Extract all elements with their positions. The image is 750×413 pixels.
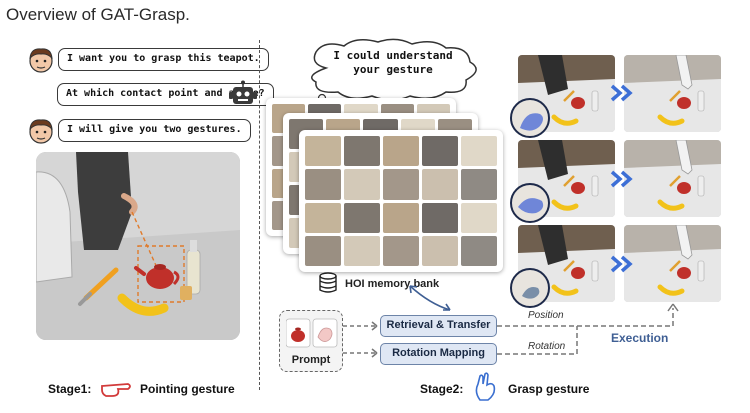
gesture-zoom-1 [510, 98, 550, 138]
gesture-zoom-3 [510, 268, 550, 308]
stage2-gesture-label: Grasp gesture [508, 382, 590, 396]
rotation-mapping-box: Rotation Mapping [380, 343, 497, 365]
robot-message-1: At which contact point and angle? [57, 83, 274, 106]
hoi-image-tile [422, 202, 458, 233]
execution-flow-lines [497, 303, 679, 355]
execution-photo-2b [624, 140, 721, 217]
chevron-right-icon [610, 84, 633, 102]
hoi-image-tile [461, 235, 497, 266]
chevron-right-icon [610, 255, 633, 273]
figure-title: Overview of GAT-Grasp. [6, 5, 190, 24]
chevron-right-icon [610, 170, 633, 188]
hoi-image-tile [344, 169, 380, 200]
hoi-image-tile [461, 202, 497, 233]
execution-photo-1b [624, 55, 721, 132]
hoi-image-tile [383, 136, 419, 167]
human-avatar-icon [29, 48, 53, 73]
stage-divider [259, 40, 260, 390]
hoi-image-tile [305, 202, 341, 233]
hoi-image-tile [344, 202, 380, 233]
hoi-image-tile [461, 136, 497, 167]
retrieval-transfer-box: Retrieval & Transfer [380, 315, 497, 337]
human-message-1: I want you to grasp this teapot. [58, 48, 269, 71]
stage2-label: Stage2: [420, 382, 464, 396]
prompt-images [286, 318, 338, 348]
gesture-zoom-2 [510, 183, 550, 223]
thought-text: I could understand your gesture [333, 49, 453, 76]
human-avatar-icon [29, 119, 53, 144]
robot-icon [229, 80, 257, 104]
hoi-image-tile [461, 169, 497, 200]
hoi-image-tile [344, 136, 380, 167]
retrieval-arrow-icon [409, 285, 451, 311]
execution-photo-3a [518, 225, 615, 302]
grasp-hand-icon [475, 372, 496, 401]
hoi-image-tile [422, 136, 458, 167]
prompt-box: Prompt [279, 310, 343, 372]
prompt-label: Prompt [291, 354, 331, 366]
position-label: Position [528, 310, 564, 321]
hoi-image-tile [383, 169, 419, 200]
hoi-image-tile [344, 235, 380, 266]
stage1-label: Stage1: [48, 382, 92, 396]
execution-label: Execution [611, 331, 669, 345]
memory-grid-front [299, 130, 503, 272]
execution-photo-2a [518, 140, 615, 217]
execution-photo-3b [624, 225, 721, 302]
human-message-2: I will give you two gestures. [58, 119, 251, 142]
pointing-hand-icon [101, 383, 131, 397]
hoi-image-tile [305, 136, 341, 167]
prompt-connectors [343, 321, 378, 358]
hoi-image-tile [422, 235, 458, 266]
hoi-image-tile [305, 235, 341, 266]
stage1-gesture-label: Pointing gesture [140, 382, 235, 396]
database-icon [319, 272, 337, 293]
rotation-label: Rotation [528, 341, 566, 352]
pointing-scene-photo [36, 152, 240, 340]
hoi-image-tile [383, 202, 419, 233]
hoi-image-tile [305, 169, 341, 200]
hoi-image-tile [422, 169, 458, 200]
hoi-image-tile [383, 235, 419, 266]
